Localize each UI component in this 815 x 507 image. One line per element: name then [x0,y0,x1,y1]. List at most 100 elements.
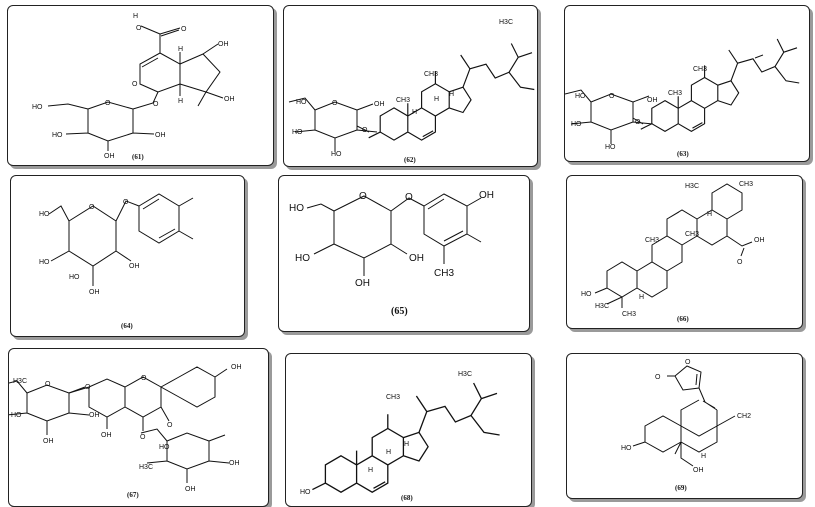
compound-label: (69) [675,484,687,492]
atom-labels: H O O OH H O H OH HO O HO OH OH O [32,13,235,160]
structure-69-panel: O O CH2 HO OH H (69) [566,353,803,499]
atom-label: H3C [685,183,699,190]
structure-69-drawing: O O CH2 HO OH H (69) [621,359,751,492]
atom-label: H [639,294,644,301]
structure-65-drawing: HO O O HO OH OH OH CH3 (65) [289,190,494,317]
structure-67-panel: OH H3C O O O HO OH OH OH O O H3C OH OH H… [8,348,269,507]
atom-label: HO [289,203,304,214]
atom-label: H [178,46,183,53]
atom-label: OH [229,460,240,467]
atom-label: H [707,211,712,218]
atom-label: HO [296,99,307,106]
structure-63-drawing: HO OH HO O O HO CH3 CH3 (63) [565,38,800,158]
atom-label: HO [69,274,80,281]
atom-label: CH2 [737,413,751,420]
atom-label: CH3 [396,97,410,104]
structure-63-panel: HO OH HO O O HO CH3 CH3 (63) [564,5,810,162]
steroid-core [311,382,501,493]
structure-65-panel: HO O O HO OH OH OH CH3 (65) [278,175,530,332]
atom-label: O [359,191,367,202]
compound-label: (65) [391,306,408,317]
atom-label: O [136,25,142,32]
atom-label: O [105,100,111,107]
atom-label: O [141,375,147,382]
atom-label: OH [129,263,140,270]
structure-62-panel: H3C HO OH HO O O HO CH3 CH3 H H H (62) [283,5,538,167]
atom-label: H [133,13,138,20]
atom-label: HO [300,489,311,496]
atom-label: O [181,26,187,33]
atom-label: H [412,109,417,116]
atom-label: OH [409,253,424,264]
atom-label: HO [292,129,303,136]
atom-label: HO [295,253,310,264]
structure-61-drawing: H O O OH H O H OH HO O HO OH OH O (61) [32,13,235,161]
atom-label: OH [647,97,658,104]
atom-label: H [386,449,391,456]
atom-label: O [609,93,615,100]
atom-label: OH [754,237,765,244]
atom-label: H [368,467,373,474]
atom-label: O [167,422,173,429]
atom-label: HO [39,259,50,266]
atom-label: HO [159,444,170,451]
atom-label: O [45,381,51,388]
atom-label: OH [224,96,235,103]
atom-label: HO [11,412,22,419]
atom-label: HO [52,132,63,139]
atom-label: CH3 [668,90,682,97]
atom-label: H [434,96,439,103]
atom-label: O [89,204,95,211]
atom-label: OH [89,289,100,296]
compound-label: (66) [677,315,689,323]
atom-label: O [85,384,91,391]
atom-label: OH [231,364,242,371]
structure-66-drawing: H3C OH O CH3 CH3 CH3 HO H3C CH3 H H (66) [581,181,765,323]
atom-label: O [132,81,138,88]
atom-label: CH3 [739,181,753,188]
atom-label: H [449,91,454,98]
atom-label: CH3 [386,394,400,401]
compound-label: (64) [121,322,133,330]
atom-label: H [178,98,183,105]
atom-label: H [404,441,409,448]
atom-label: HO [331,151,342,158]
atom-label: H3C [458,371,472,378]
atom-label: H3C [139,464,153,471]
atom-label: OH [479,190,494,201]
compound-label: (63) [677,150,689,158]
atom-label: O [140,434,146,441]
atom-label: O [635,119,641,126]
structure-64-panel: HO O O HO HO OH OH (64) [10,175,245,337]
atom-label: HO [39,211,50,218]
compound-label: (67) [127,491,139,499]
atom-label: OH [693,467,704,474]
atom-label: HO [581,291,592,298]
atom-label: CH3 [434,268,454,279]
atom-label: H3C [499,19,513,26]
structure-66-panel: H3C OH O CH3 CH3 CH3 HO H3C CH3 H H (66) [566,175,803,329]
atom-label: HO [621,445,632,452]
atom-label: CH3 [685,231,699,238]
structure-64-drawing: HO O O HO HO OH OH (64) [39,193,194,330]
structure-68-drawing: H3C CH3 HO H H H (68) [300,371,501,502]
atom-label: HO [571,121,582,128]
atom-label: OH [355,278,370,289]
atom-label: CH3 [645,237,659,244]
compound-label: (61) [132,153,144,161]
atom-label: CH3 [424,71,438,78]
atom-label: O [737,259,743,266]
rhamnose-ring [9,380,90,436]
atom-label: OH [104,153,115,160]
atom-label: O [655,374,661,381]
atom-label: CH3 [693,66,707,73]
structure-67-drawing: OH H3C O O O HO OH OH OH O O H3C OH OH H… [9,364,242,499]
atom-label: HO [605,144,616,151]
atom-label: HO [575,93,586,100]
atom-label: O [153,101,159,108]
atom-label: OH [374,101,385,108]
atom-label: O [685,359,691,366]
atom-label: OH [43,438,54,445]
atom-label: HO [32,104,43,111]
compound-label: (68) [401,494,413,502]
